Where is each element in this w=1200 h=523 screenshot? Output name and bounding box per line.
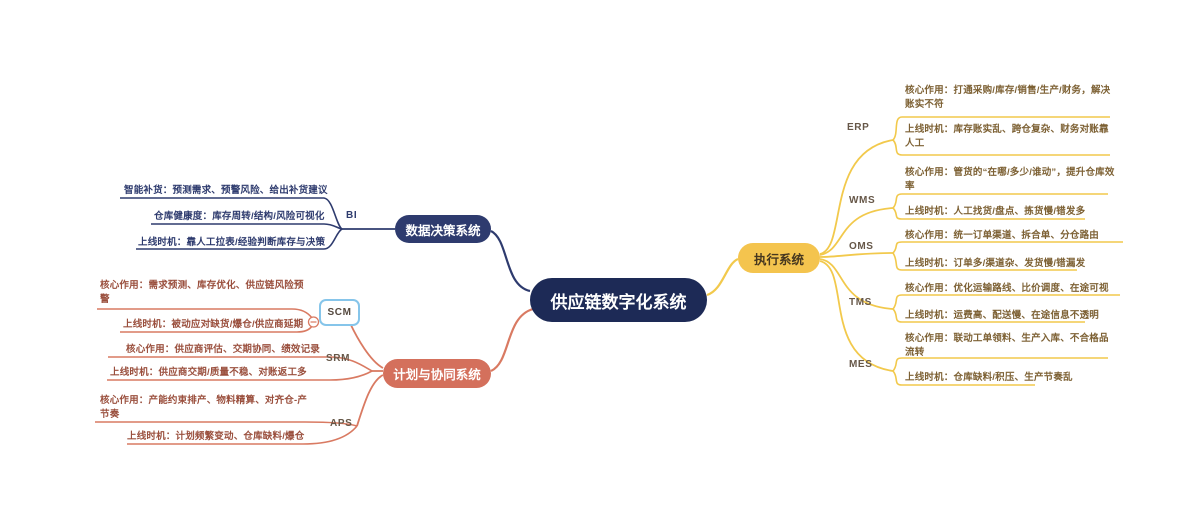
central-topic[interactable]: 供应链数字化系统 bbox=[530, 278, 707, 322]
link-execution-erp bbox=[819, 139, 894, 255]
erp-item[interactable]: 核心作用：打通采购/库存/销售/生产/财务，解决 账实不符 bbox=[905, 85, 1111, 110]
srm-item[interactable]: 核心作用：供应商评估、交期协同、绩效记录 bbox=[126, 344, 321, 355]
aps-item[interactable]: 上线时机：计划频繁变动、仓库缺料/爆仓 bbox=[127, 431, 305, 442]
oms-label[interactable]: OMS bbox=[849, 241, 874, 252]
item-underline-link bbox=[127, 425, 358, 445]
link-execution-mes bbox=[819, 260, 894, 372]
link-planning-scm bbox=[349, 322, 384, 369]
bi-label[interactable]: BI bbox=[346, 210, 358, 221]
item-underline-link bbox=[892, 139, 1110, 156]
bi-item[interactable]: 上线时机：靠人工拉表/经验判断库存与决策 bbox=[138, 237, 326, 248]
item-underline-link bbox=[95, 421, 358, 427]
aps-label[interactable]: APS bbox=[330, 418, 353, 429]
oms-item[interactable]: 上线时机：订单多/渠道杂、发货慢/错漏发 bbox=[905, 258, 1086, 269]
item-underline-link bbox=[892, 308, 1085, 323]
item-underline-link bbox=[892, 207, 1085, 220]
execution-node[interactable]: 执行系统 bbox=[738, 243, 820, 273]
tms-item[interactable]: 核心作用：优化运输路线、比价调度、在途可视 bbox=[905, 283, 1109, 294]
srm-label[interactable]: SRM bbox=[326, 353, 351, 364]
item-underline-link bbox=[892, 193, 1108, 209]
collapse-toggle-scm[interactable] bbox=[307, 316, 320, 328]
scm-item[interactable]: 核心作用：需求预测、库存优化、供应链风险预 警 bbox=[100, 280, 304, 305]
tms-item[interactable]: 上线时机：运费高、配送慢、在途信息不透明 bbox=[905, 310, 1100, 321]
mes-item[interactable]: 上线时机：仓库缺料/积压、生产节奏乱 bbox=[905, 372, 1073, 383]
scm-node-selected[interactable]: SCM bbox=[319, 299, 360, 326]
link-center-planning bbox=[490, 307, 534, 373]
link-planning-aps bbox=[356, 374, 384, 427]
item-underline-link bbox=[136, 228, 343, 250]
planning-links bbox=[95, 307, 534, 445]
item-underline-link bbox=[892, 294, 1120, 310]
oms-item[interactable]: 核心作用：统一订单渠道、拆合单、分仓路由 bbox=[905, 230, 1100, 241]
tms-label[interactable]: TMS bbox=[849, 297, 872, 308]
link-center-data-decision bbox=[490, 230, 531, 293]
scm-item[interactable]: 上线时机：被动应对缺货/爆仓/供应商延期 bbox=[123, 319, 304, 330]
item-underline-link bbox=[151, 223, 343, 230]
wms-label[interactable]: WMS bbox=[849, 195, 876, 206]
link-execution-wms bbox=[819, 207, 894, 256]
link-execution-oms bbox=[819, 252, 894, 258]
bi-item[interactable]: 智能补货：预测需求、预警风险、给出补货建议 bbox=[124, 185, 328, 196]
wms-item[interactable]: 上线时机：人工找货/盘点、拣货慢/错发多 bbox=[905, 206, 1086, 217]
item-underline-link bbox=[108, 356, 373, 372]
item-underline-link bbox=[892, 370, 1035, 386]
erp-label[interactable]: ERP bbox=[847, 122, 870, 133]
srm-item[interactable]: 上线时机：供应商交期/质量不稳、对账返工多 bbox=[110, 367, 307, 378]
link-center-execution bbox=[706, 257, 739, 297]
link-execution-tms bbox=[819, 258, 894, 310]
erp-item[interactable]: 上线时机：库存账实乱、跨仓复杂、财务对账靠 人工 bbox=[905, 124, 1109, 149]
item-underline-link bbox=[97, 308, 313, 319]
item-underline-link bbox=[892, 252, 1077, 271]
bi-item[interactable]: 仓库健康度：库存周转/结构/风险可视化 bbox=[154, 211, 325, 222]
execution-links bbox=[706, 116, 1123, 386]
wms-item[interactable]: 核心作用：管货的“在哪/多少/谁动”，提升仓库效 率 bbox=[905, 167, 1115, 192]
item-underline-link bbox=[107, 370, 373, 381]
item-underline-link bbox=[892, 241, 1123, 254]
item-underline-link bbox=[892, 357, 1108, 372]
mes-item[interactable]: 核心作用：联动工单领料、生产入库、不合格品 流转 bbox=[905, 333, 1109, 358]
planning-node[interactable]: 计划与协同系统 bbox=[383, 359, 491, 388]
item-underline-link bbox=[892, 116, 1110, 141]
item-underline-link bbox=[120, 197, 343, 230]
data-decision-links bbox=[120, 197, 531, 293]
mes-label[interactable]: MES bbox=[849, 359, 873, 370]
data-decision-node[interactable]: 数据决策系统 bbox=[395, 215, 491, 243]
aps-item[interactable]: 核心作用：产能约束排产、物料精算、对齐仓-产 节奏 bbox=[100, 395, 308, 420]
